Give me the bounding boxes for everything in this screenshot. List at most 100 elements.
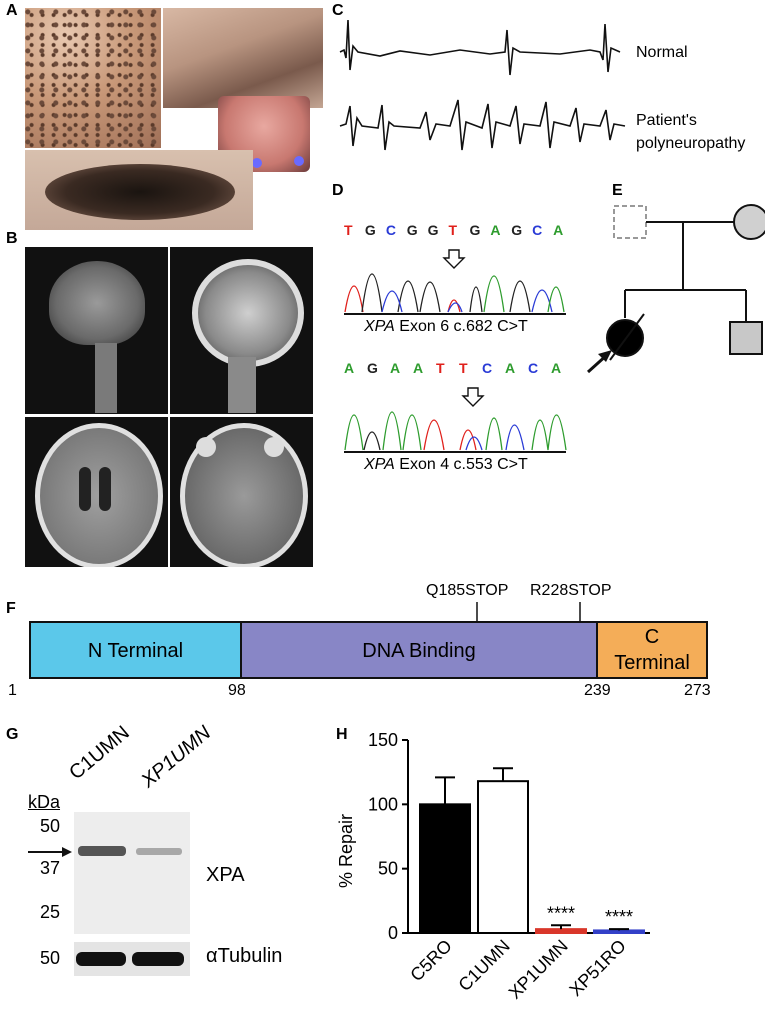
gene-name-bottom: XPA xyxy=(364,456,395,473)
photo-neck-pigmentation xyxy=(163,8,323,108)
arrow-down-icon xyxy=(461,387,485,407)
band-tubulin-c1umn xyxy=(76,952,126,966)
panel-label-d: D xyxy=(332,182,344,199)
band-tubulin-xp1umn xyxy=(132,952,184,966)
pedigree-proband xyxy=(606,319,644,357)
mri-coronal xyxy=(170,247,313,414)
base-call-bottom: G xyxy=(367,360,378,376)
mri-axial-lower xyxy=(170,417,313,567)
blot-label-xpa: XPA xyxy=(206,864,245,886)
marker-37: 37 xyxy=(40,858,61,878)
base-call-top: G xyxy=(511,222,523,238)
base-call-bottom: A xyxy=(390,360,401,376)
band-xpa-c1umn xyxy=(78,846,126,856)
mutation-detail-bottom: Exon 4 c.553 C>T xyxy=(394,456,528,473)
pedigree-deceased-slash xyxy=(609,313,645,361)
blot-xpa-membrane xyxy=(74,812,190,934)
kda-label: kDa xyxy=(28,792,61,812)
mutation-caption-bottom: XPA Exon 4 c.553 C>T xyxy=(364,456,528,474)
trace-patient-label-1: Patient's xyxy=(636,112,697,129)
base-call-top: G xyxy=(406,222,418,238)
trace-normal xyxy=(339,19,621,76)
pedigree-sibling xyxy=(729,321,763,355)
y-tick-label: 100 xyxy=(368,794,398,814)
gene-name-top: XPA xyxy=(364,318,395,335)
base-call-bottom: C xyxy=(482,360,493,376)
base-call-bottom: T xyxy=(459,360,468,376)
y-tick-label: 50 xyxy=(378,859,398,879)
proband-arrow-icon xyxy=(586,352,610,374)
mutation-label-r228: R228STOP xyxy=(530,582,612,599)
x-tick-label: C1UMN xyxy=(454,936,513,995)
bar-c5ro xyxy=(419,803,471,934)
marker-tubulin-50: 50 xyxy=(40,948,61,968)
band-xpa-xp1umn xyxy=(136,848,182,855)
panel-label-e: E xyxy=(612,182,623,199)
trace-normal-label: Normal xyxy=(636,44,688,61)
position-1: 1 xyxy=(8,682,17,699)
blot-tubulin-membrane xyxy=(74,942,190,976)
panel-label-h: H xyxy=(336,726,348,743)
panel-label-f: F xyxy=(6,600,16,617)
mutation-label-q185: Q185STOP xyxy=(426,582,509,599)
panel-label-b: B xyxy=(6,230,18,247)
mutation-caption-top: XPA Exon 6 c.682 C>T xyxy=(364,318,528,336)
bar-xp1umn xyxy=(535,928,587,935)
pedigree-mother xyxy=(733,204,765,240)
photo-hairy-nevus xyxy=(25,150,253,230)
base-call-top: G xyxy=(469,222,481,238)
mri-sagittal xyxy=(25,247,168,414)
lane-label-c1umn: C1UMN xyxy=(65,721,134,785)
blot-label-tubulin: αTubulin xyxy=(206,945,283,967)
y-tick-label: 150 xyxy=(368,730,398,750)
y-tick-label: 0 xyxy=(388,923,398,943)
panel-label-a: A xyxy=(6,2,18,19)
domain-label-dna-binding: DNA Binding xyxy=(362,640,476,662)
domain-label-n-terminal: N Terminal xyxy=(87,640,184,662)
position-273: 273 xyxy=(684,682,711,699)
proband-arrowhead-icon xyxy=(598,350,612,362)
marker-50: 50 xyxy=(40,816,61,836)
base-call-bottom: A xyxy=(344,360,355,376)
x-tick-label: XP51RO xyxy=(565,936,629,1000)
position-98: 98 xyxy=(228,682,246,699)
photo-face-freckles xyxy=(25,8,161,148)
panel-label-g: G xyxy=(6,726,19,743)
chromatogram-bottom xyxy=(344,411,567,451)
x-tick-label: C5RO xyxy=(406,936,456,986)
base-call-bottom: T xyxy=(436,360,445,376)
base-call-top: C xyxy=(532,222,543,238)
panel-label-c: C xyxy=(332,2,344,19)
base-call-top: T xyxy=(448,222,458,238)
base-call-top: C xyxy=(385,222,396,238)
domain-label-terminal: Terminal xyxy=(614,652,690,674)
significance-label: **** xyxy=(547,903,575,923)
arrow-down-icon xyxy=(442,249,466,269)
base-call-top: G xyxy=(427,222,439,238)
base-call-bottom: A xyxy=(551,360,562,376)
trace-patient xyxy=(339,99,626,151)
marker-25: 25 xyxy=(40,902,61,922)
mutation-detail-top: Exon 6 c.682 C>T xyxy=(394,318,528,335)
x-tick-label: XP1UMN xyxy=(505,936,572,1003)
y-axis-label: % Repair xyxy=(336,813,356,888)
trace-patient-label-2: polyneuropathy xyxy=(636,135,746,152)
base-call-bottom: A xyxy=(413,360,424,376)
base-call-top: T xyxy=(344,222,353,238)
domain-label-c: C xyxy=(644,626,660,648)
bar-xp51ro xyxy=(593,929,645,935)
band-arrowhead-icon xyxy=(62,847,72,857)
base-call-bottom: A xyxy=(505,360,516,376)
base-call-top: A xyxy=(490,222,501,238)
base-call-top: G xyxy=(364,222,376,238)
chromatogram-top xyxy=(344,273,565,313)
lane-label-xp1umn: XP1UMN xyxy=(137,721,216,793)
base-call-top: A xyxy=(553,222,564,238)
mri-axial-upper xyxy=(25,417,168,567)
significance-label: **** xyxy=(605,907,633,927)
bar-c1umn xyxy=(477,780,529,934)
base-call-bottom: C xyxy=(528,360,539,376)
